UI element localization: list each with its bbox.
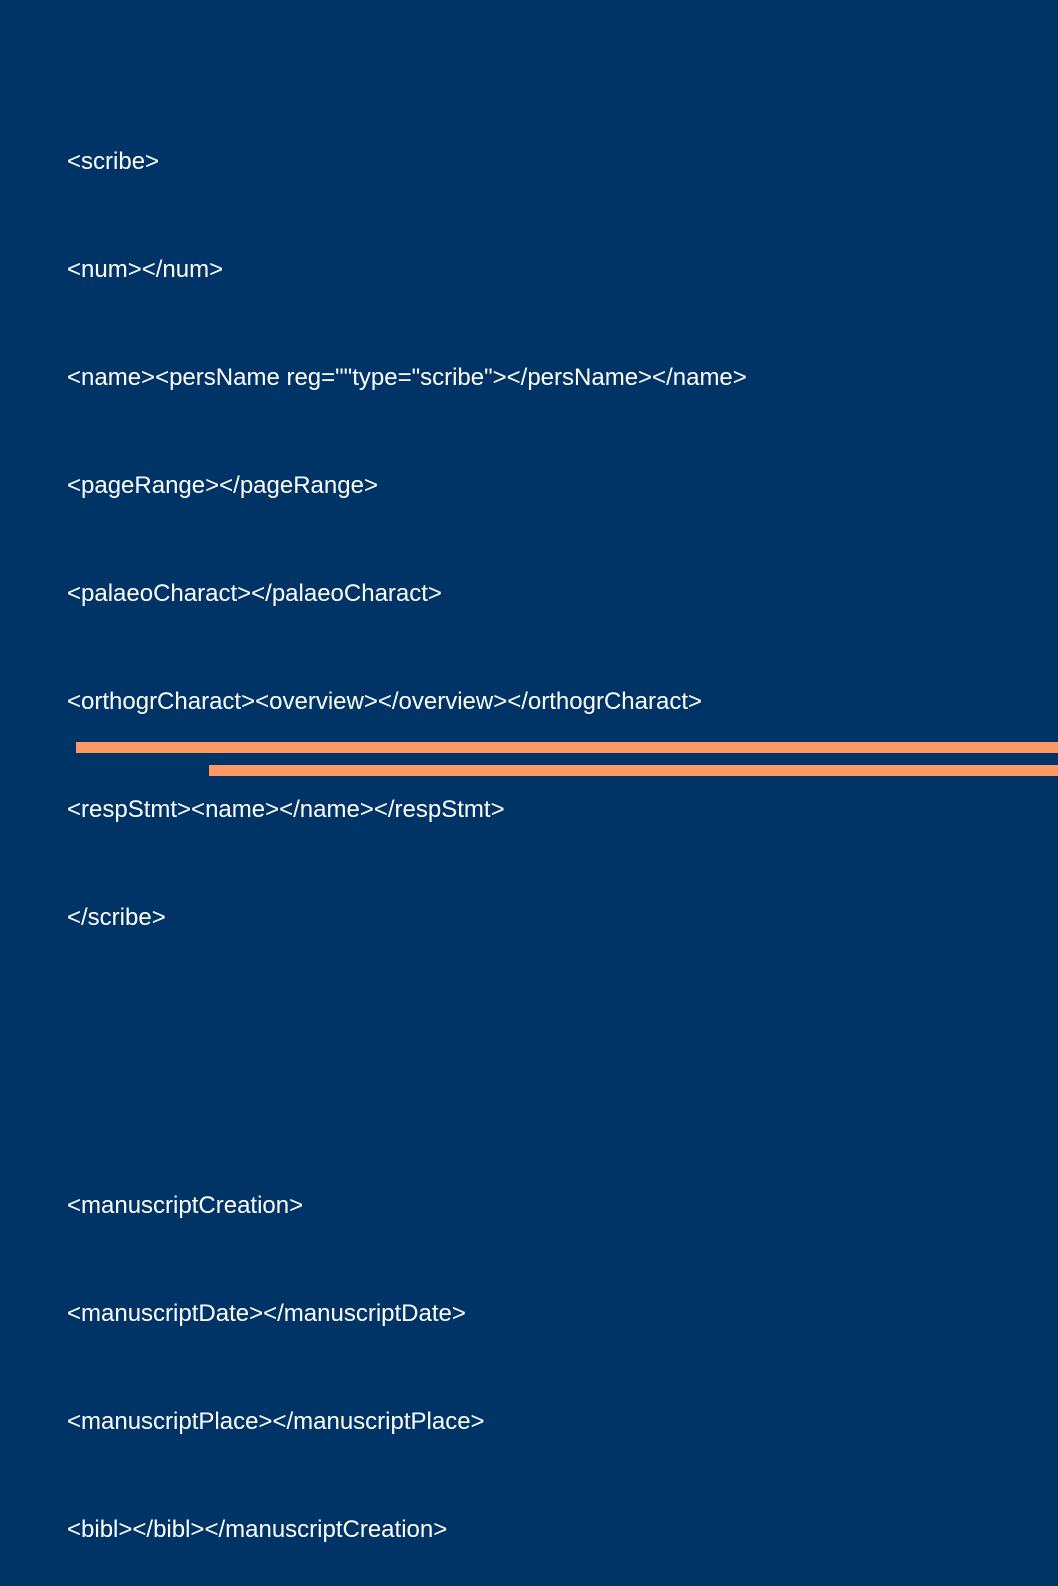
code-line-manuscript-date: <manuscriptDate></manuscriptDate> xyxy=(67,1300,466,1327)
code-line-page-range: <pageRange></pageRange> xyxy=(67,472,378,499)
decorative-bar-bottom xyxy=(209,765,1058,776)
code-line-manuscript-place: <manuscriptPlace></manuscriptPlace> xyxy=(67,1408,485,1435)
code-line-scribe-close: </scribe> xyxy=(67,904,166,931)
code-line-name: <name><persName reg=""type="scribe"></pe… xyxy=(67,364,747,391)
code-line-resp-stmt: <respStmt><name></name></respStmt> xyxy=(67,796,505,823)
slide: <scribe> <num></num> <name><persName reg… xyxy=(67,148,1058,1543)
slide-content: <scribe> <num></num> <name><persName reg… xyxy=(67,72,1027,1586)
code-line-orthogr-charact: <orthogrCharact><overview></overview></o… xyxy=(67,688,703,715)
code-line-manuscript-creation-open: <manuscriptCreation> xyxy=(67,1192,304,1219)
code-line-palaeo-charact: <palaeoCharact></palaeoCharact> xyxy=(67,580,442,607)
code-line-num: <num></num> xyxy=(67,256,224,283)
code-line-scribe-open: <scribe> xyxy=(67,148,160,175)
blank-line xyxy=(67,1044,1027,1080)
decorative-bar-top xyxy=(76,742,1058,753)
code-line-bibl-manuscript-creation-close: <bibl></bibl></manuscriptCreation> xyxy=(67,1516,448,1543)
